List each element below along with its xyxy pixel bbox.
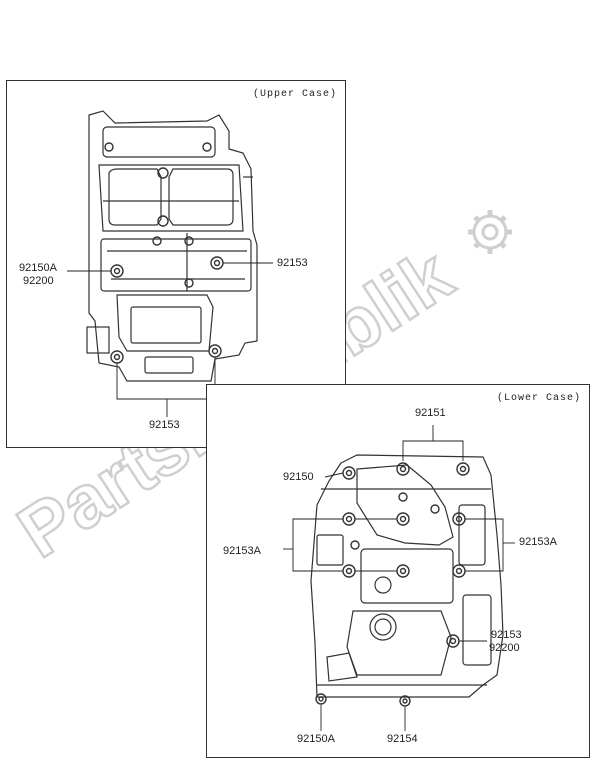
part-label-92200: 92200 (23, 275, 54, 287)
lower-crankcase-drawing (283, 425, 515, 731)
part-label-92153-bottom: 92153 (149, 419, 180, 431)
part-label-92154: 92154 (387, 733, 418, 745)
part-label-92153A-left: 92153A (223, 545, 261, 557)
lower-case-panel: (Lower Case) (206, 384, 590, 758)
part-label-92153A-right: 92153A (519, 536, 557, 548)
part-label-92150A: 92150A (297, 733, 335, 745)
part-label-92153-right: 92153 (277, 257, 308, 269)
part-label-92150: 92150 (283, 471, 314, 483)
part-label-92200: 92200 (489, 642, 520, 654)
part-label-92153: 92153 (491, 629, 522, 641)
upper-crankcase-drawing (67, 110, 273, 417)
lower-case-label: (Lower Case) (496, 393, 581, 404)
upper-case-label: (Upper Case) (252, 89, 337, 100)
part-label-92150A: 92150A (19, 262, 57, 274)
part-label-92151: 92151 (415, 407, 446, 419)
gear-icon (468, 210, 512, 254)
